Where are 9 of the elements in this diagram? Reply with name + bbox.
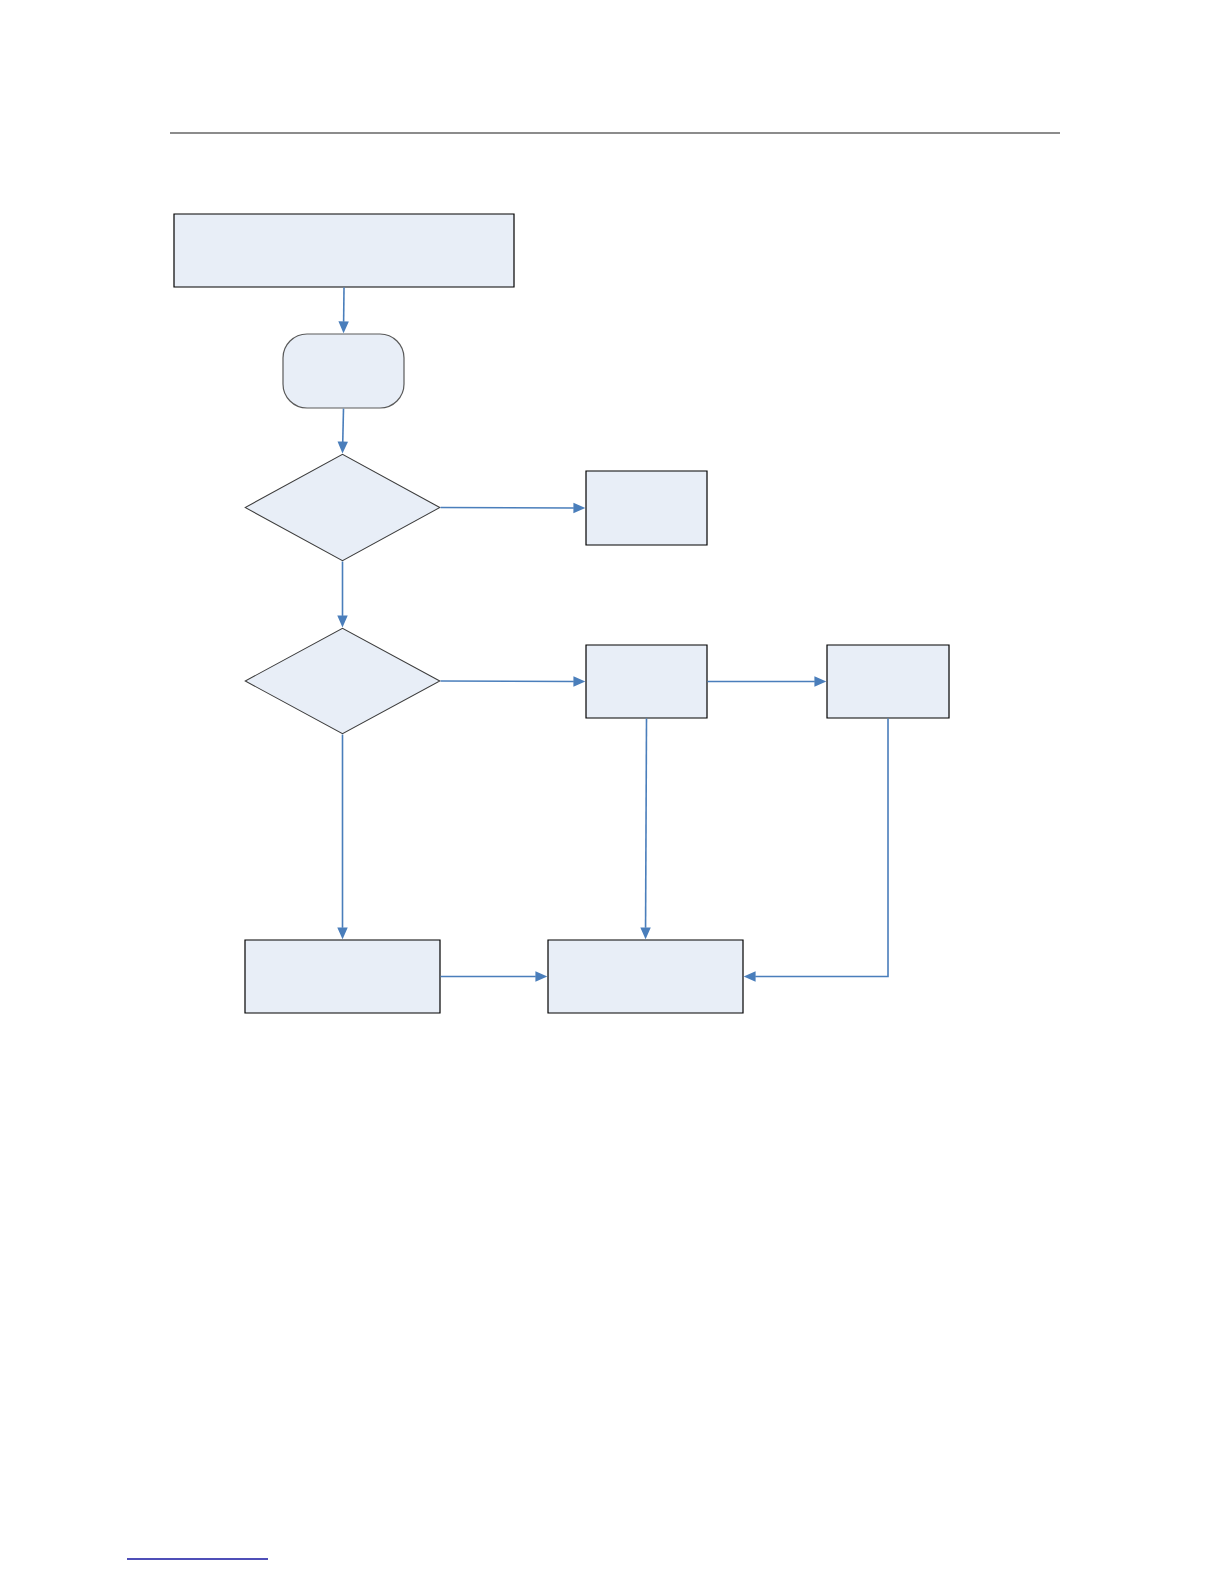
decision-diamond: [244, 627, 441, 735]
decision-diamond: [244, 453, 441, 562]
rounded-box: [282, 333, 405, 409]
process-box: [826, 644, 950, 719]
process-box: [244, 939, 441, 1014]
process-box: [547, 939, 744, 1014]
process-box: [585, 470, 708, 546]
process-box: [173, 213, 515, 288]
process-box: [585, 644, 708, 719]
